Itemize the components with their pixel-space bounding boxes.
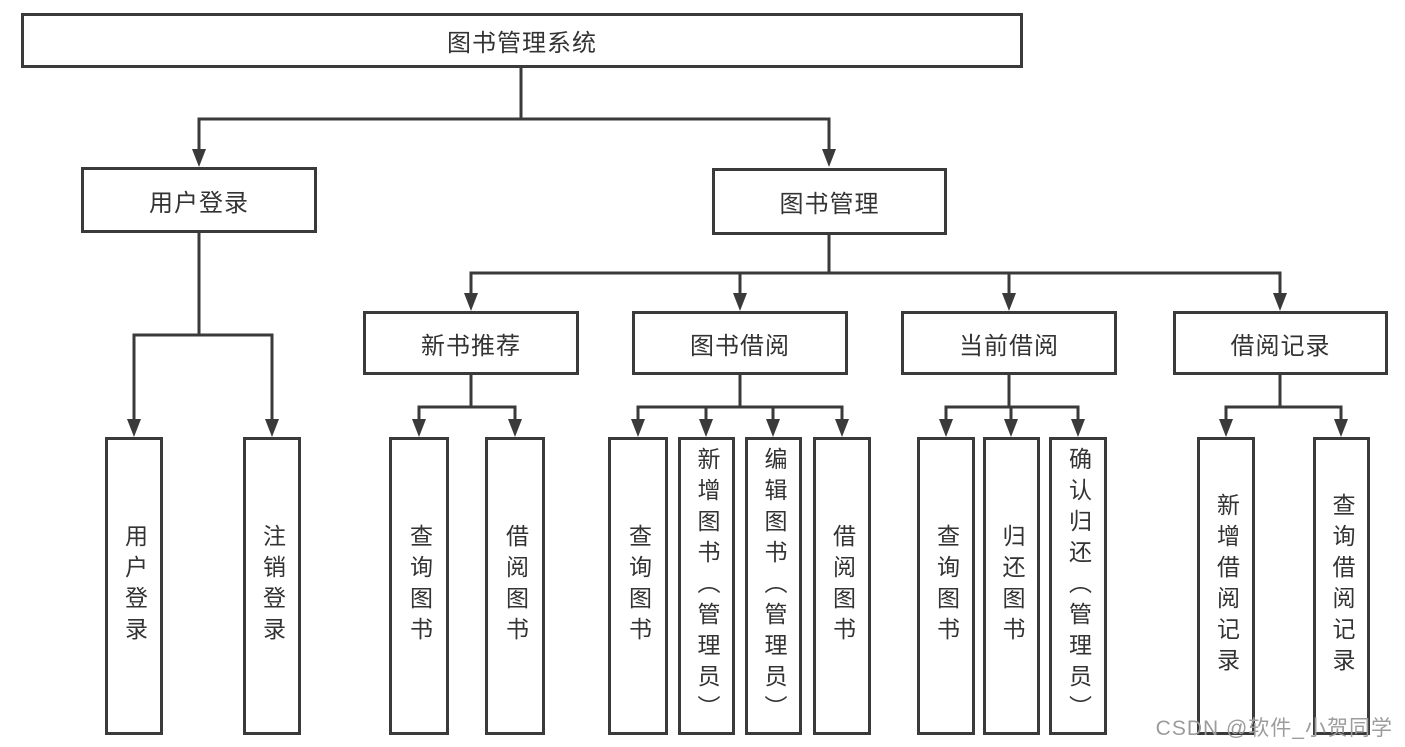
node-add-borrow-record: 新增借阅记录 (1197, 437, 1255, 735)
node-edit-book-admin: 编辑图书（管理员） (745, 437, 802, 735)
node-query-borrow-record-label: 查询借阅记录 (1329, 493, 1355, 679)
connector-new-book-rec-to-leaves (412, 375, 522, 437)
node-borrow-book-recommend: 借阅图书 (485, 437, 545, 735)
node-book-mgmt-label: 图书管理 (779, 191, 880, 218)
node-book-borrow: 图书借阅 (632, 311, 848, 375)
node-confirm-return-admin-label: 确认归还（管理员） (1065, 446, 1092, 726)
node-book-borrow-label: 图书借阅 (690, 332, 790, 360)
node-current-borrow: 当前借阅 (901, 311, 1117, 375)
node-root-label: 图书管理系统 (447, 30, 597, 57)
node-new-book-recommend: 新书推荐 (363, 311, 579, 375)
node-borrow-book-borrow: 借阅图书 (813, 437, 871, 735)
node-book-mgmt: 图书管理 (712, 168, 947, 235)
node-logout-label: 注销登录 (259, 524, 286, 648)
node-query-book-borrow-label: 查询图书 (625, 524, 652, 648)
node-edit-book-admin-label: 编辑图书（管理员） (761, 446, 787, 726)
node-return-book-label: 归还图书 (999, 524, 1025, 648)
node-root: 图书管理系统 (21, 13, 1023, 68)
csdn-watermark: CSDN @软件_小贺同学 (1155, 717, 1393, 740)
connector-book-mgmt-to-level3 (464, 235, 1287, 311)
node-user-login-leaf: 用户登录 (105, 437, 163, 735)
connector-current-borrow-to-leaves (939, 375, 1085, 437)
node-return-book: 归还图书 (983, 437, 1040, 735)
node-borrow-book-borrow-label: 借阅图书 (829, 524, 856, 648)
connector-book-borrow-to-leaves (631, 375, 849, 437)
node-borrow-records: 借阅记录 (1173, 311, 1388, 375)
node-add-borrow-record-label: 新增借阅记录 (1213, 493, 1240, 679)
node-query-book-recommend-label: 查询图书 (406, 524, 433, 648)
node-user-login-leaf-label: 用户登录 (121, 524, 148, 648)
connector-root-to-level2 (192, 68, 836, 167)
node-add-book-admin: 新增图书（管理员） (678, 437, 735, 735)
connector-borrow-record-to-leaves (1219, 375, 1348, 437)
node-query-book-borrow: 查询图书 (608, 437, 668, 735)
node-borrow-book-recommend-label: 借阅图书 (502, 524, 529, 648)
node-query-book-current-label: 查询图书 (933, 524, 960, 648)
node-user-login-label: 用户登录 (149, 189, 249, 217)
node-current-borrow-label: 当前借阅 (959, 332, 1059, 360)
node-logout: 注销登录 (243, 437, 301, 735)
node-query-borrow-record: 查询借阅记录 (1313, 437, 1370, 735)
node-confirm-return-admin: 确认归还（管理员） (1049, 437, 1107, 735)
node-new-book-recommend-label: 新书推荐 (421, 332, 521, 360)
node-query-book-recommend: 查询图书 (389, 437, 449, 735)
node-borrow-records-label: 借阅记录 (1230, 332, 1331, 360)
node-add-book-admin-label: 新增图书（管理员） (694, 446, 720, 726)
node-user-login: 用户登录 (81, 167, 317, 233)
node-query-book-current: 查询图书 (917, 437, 975, 735)
connector-user-login-to-leaves (127, 233, 279, 437)
